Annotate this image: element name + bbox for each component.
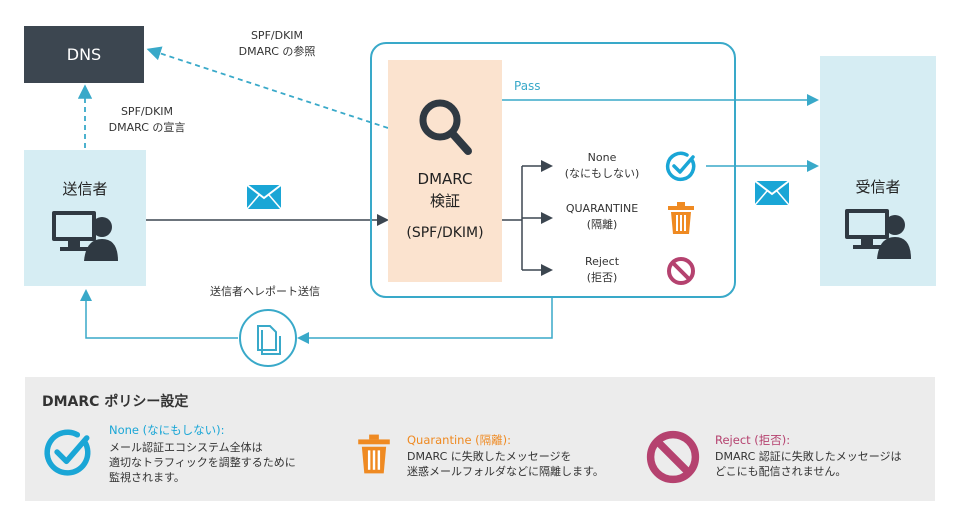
dns-label: DNS — [66, 45, 102, 64]
dns-reference-line2: DMARC の参照 — [238, 45, 316, 58]
magnifier-icon — [419, 99, 472, 155]
outcome-none-line1: None — [587, 151, 617, 164]
report-document-icon — [239, 309, 297, 367]
legend-none-desc-line1: メール認証エコシステム全体は — [109, 441, 263, 454]
legend-quarantine-desc: DMARC に失敗したメッセージを 迷惑メールフォルダなどに隔離します。 — [407, 449, 604, 479]
legend-reject-desc-line1: DMARC 認証に失敗したメッセージは — [715, 450, 902, 463]
computer-user-icon — [52, 211, 118, 261]
legend-none-desc: メール認証エコシステム全体は 適切なトラフィックを調整するために 監視されます。 — [109, 440, 296, 485]
report-label: 送信者へレポート送信 — [210, 285, 320, 298]
dns-reference-line1: SPF/DKIM — [250, 29, 304, 42]
check-circle-icon — [44, 429, 91, 476]
sender-label: 送信者 — [62, 180, 108, 198]
dns-declare-label: SPF/DKIM DMARC の宣言 — [92, 104, 202, 136]
trash-icon — [668, 202, 694, 234]
envelope-icon — [754, 180, 790, 206]
legend-quarantine-desc-line1: DMARC に失敗したメッセージを — [407, 450, 572, 463]
legend-reject-desc: DMARC 認証に失敗したメッセージは どこにも配信されません。 — [715, 449, 902, 479]
trash-icon — [358, 434, 390, 474]
dns-declare-line1: SPF/DKIM — [120, 105, 174, 118]
legend-none-desc-line3: 監視されます。 — [109, 471, 185, 484]
legend-heading: DMARC ポリシー設定 — [42, 394, 189, 410]
dmarc-label-line2: 検証 — [429, 192, 460, 210]
prohibited-icon — [667, 257, 695, 285]
verification-frame — [370, 42, 736, 298]
report-line — [297, 298, 553, 344]
report-to-sender-arrow — [80, 289, 238, 339]
dmarc-verification-node: DMARC 検証 (SPF/DKIM) — [388, 60, 502, 282]
legend-quarantine-desc-line2: 迷惑メールフォルダなどに隔離します。 — [407, 465, 604, 478]
outcome-reject-line2: (拒否) — [586, 271, 618, 284]
sender-node: 送信者 — [24, 150, 146, 286]
dmarc-label-line3: (SPF/DKIM) — [406, 225, 484, 241]
outcome-quarantine-line1: QUARANTINE — [565, 202, 639, 215]
legend-reject-desc-line2: どこにも配信されません。 — [715, 465, 847, 478]
legend-none-desc-line2: 適切なトラフィックを調整するために — [109, 456, 296, 469]
policy-legend: DMARC ポリシー設定 None (なにもしない): メール認証エコシステム全… — [25, 377, 935, 501]
pass-label: Pass — [514, 79, 541, 93]
dmarc-label-line1: DMARC — [417, 170, 473, 188]
outcome-quarantine-line2: (隔離) — [586, 218, 618, 231]
dns-reference-dashed-arrow — [146, 46, 389, 129]
legend-quarantine-title: Quarantine (隔離): — [407, 433, 512, 447]
outcome-quarantine-label: QUARANTINE (隔離) — [550, 201, 654, 233]
legend-reject-title: Reject (拒否): — [715, 433, 791, 447]
outcome-none-line2: (なにもしない) — [564, 167, 640, 180]
dns-declare-line2: DMARC の宣言 — [108, 121, 186, 134]
outcome-reject-line1: Reject — [584, 255, 620, 268]
prohibited-icon — [646, 430, 700, 484]
receiver-label: 受信者 — [855, 178, 901, 196]
outcome-none-label: None (なにもしない) — [556, 150, 648, 182]
outcome-reject-label: Reject (拒否) — [556, 254, 648, 286]
check-circle-icon — [665, 151, 696, 182]
dns-reference-label: SPF/DKIM DMARC の参照 — [222, 28, 332, 60]
computer-user-icon — [845, 209, 911, 259]
dns-node: DNS — [24, 26, 144, 83]
receiver-node: 受信者 — [820, 56, 936, 286]
envelope-icon — [246, 184, 282, 210]
legend-none-title: None (なにもしない): — [109, 423, 225, 437]
